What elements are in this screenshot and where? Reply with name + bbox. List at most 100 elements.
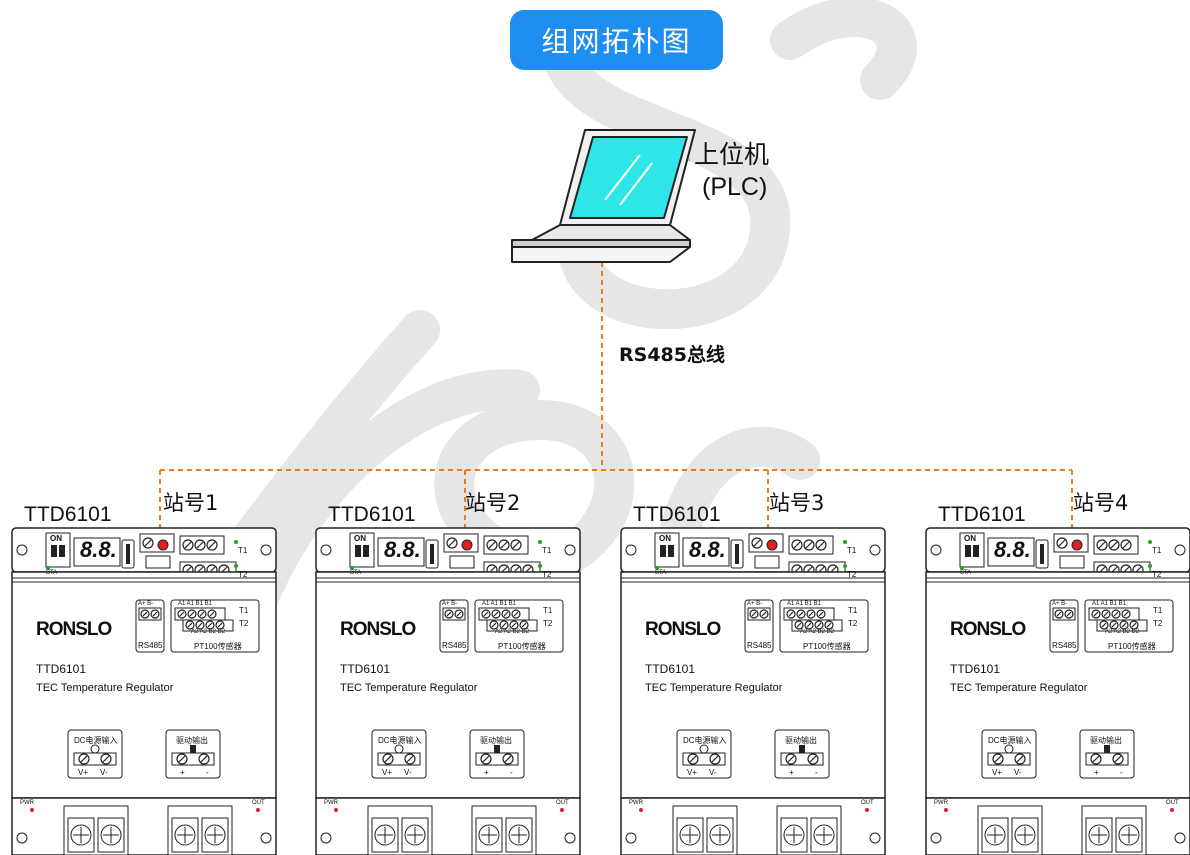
t2-top-label: T2 [238,570,248,579]
t2-top-label: T2 [1152,570,1162,579]
device-name: TTD6101 [36,662,87,676]
dc-input-label: DC电源输入 [988,736,1032,745]
dc-input-label: DC电源输入 [378,736,422,745]
vplus-label: V+ [78,768,89,777]
plus-label: + [789,768,794,777]
pt100-pins-bottom: A2 A2 B2 B2 [800,629,835,635]
rs485-pin-label: A+ B- [747,601,763,607]
brand-logo: RONSLO [340,619,416,640]
pwr-label: PWR [324,800,338,806]
host-sublabel: (PLC) [702,173,768,201]
diagram-title: 组网拓朴图 [510,10,723,70]
plus-label: + [484,768,489,777]
pt100-pins-bottom: A2 A2 B2 B2 [495,629,530,635]
t1-label: T1 [543,606,553,615]
status-led-icon [1071,539,1083,551]
out-label: OUT [1166,800,1179,806]
laptop-icon [511,129,696,263]
pt100-pins-top: A1 A1 B1 B1 [1092,601,1127,607]
brand-logo: RONSLO [645,619,721,640]
watermark-stroke [660,426,820,550]
sta-label: STA [350,570,362,576]
rs485-label: RS485 [138,641,163,650]
t2-label: T2 [239,619,249,628]
segment-display: 8.8. [80,537,117,562]
station-label: 站号1 [163,491,219,515]
sensor-label: PT100传感器 [803,642,851,651]
pt100-pins-top: A1 A1 B1 B1 [482,601,517,607]
t1-top-label: T1 [238,546,248,555]
t2-label: T2 [543,619,553,628]
device-description: TEC Temperature Regulator [340,682,478,694]
sta-label: STA [655,570,667,576]
status-led-icon [766,539,778,551]
pt100-pins-top: A1 A1 B1 B1 [787,601,822,607]
rs485-pin-label: A+ B- [138,601,154,607]
status-led-icon [461,539,473,551]
t2-label: T2 [848,619,858,628]
rs485-label: RS485 [442,641,467,650]
vplus-label: V+ [992,768,1003,777]
plus-label: + [1094,768,1099,777]
t1-label: T1 [848,606,858,615]
watermark-stroke [770,0,917,100]
pwr-label: PWR [934,800,948,806]
sensor-label: PT100传感器 [498,642,546,651]
dc-input-label: DC电源输入 [683,736,727,745]
t1-top-label: T1 [1152,546,1162,555]
station-label: 站号3 [769,491,825,515]
station-label: 站号4 [1073,491,1129,515]
segment-display: 8.8. [689,537,726,562]
vminus-label: V- [1014,768,1022,777]
pwr-label: PWR [20,800,34,806]
drive-output-label: 驱动输出 [1090,736,1122,745]
device-model-label: TTD6101 [633,503,721,526]
t1-label: T1 [239,606,249,615]
drive-output-label: 驱动输出 [480,736,512,745]
device-model-label: TTD6101 [24,503,112,526]
host-label: 上位机 [694,140,770,169]
t2-top-label: T2 [542,570,552,579]
brand-logo: RONSLO [36,619,112,640]
sta-label: STA [960,570,972,576]
vminus-label: V- [709,768,717,777]
out-label: OUT [861,800,874,806]
plus-label: + [180,768,185,777]
drive-output-label: 驱动输出 [785,736,817,745]
t1-label: T1 [1153,606,1163,615]
minus-label: - [815,768,818,777]
pt100-pins-top: A1 A1 B1 B1 [178,601,213,607]
rs485-label: RS485 [1052,641,1077,650]
device-name: TTD6101 [950,662,1001,676]
out-label: OUT [252,800,265,806]
device-description: TEC Temperature Regulator [950,682,1088,694]
pt100-pins-bottom: A2 A2 B2 B2 [1105,629,1140,635]
out-label: OUT [556,800,569,806]
sta-label: STA [46,570,58,576]
t1-top-label: T1 [542,546,552,555]
on-switch-label: ON [659,534,671,543]
drive-output-label: 驱动输出 [176,736,208,745]
device-module [11,527,277,855]
vminus-label: V- [100,768,108,777]
on-switch-label: ON [964,534,976,543]
on-switch-label: ON [50,534,62,543]
device-name: TTD6101 [645,662,696,676]
on-switch-label: ON [354,534,366,543]
device-module [620,527,886,855]
dc-input-label: DC电源输入 [74,736,118,745]
minus-label: - [510,768,513,777]
minus-label: - [206,768,209,777]
device-module [925,527,1190,855]
segment-display: 8.8. [384,537,421,562]
brand-logo: RONSLO [950,619,1026,640]
device-description: TEC Temperature Regulator [645,682,783,694]
rs485-pin-label: A+ B- [442,601,458,607]
device-model-label: TTD6101 [938,503,1026,526]
vplus-label: V+ [687,768,698,777]
sensor-label: PT100传感器 [194,642,242,651]
pt100-pins-bottom: A2 A2 B2 B2 [191,629,226,635]
sensor-label: PT100传感器 [1108,642,1156,651]
